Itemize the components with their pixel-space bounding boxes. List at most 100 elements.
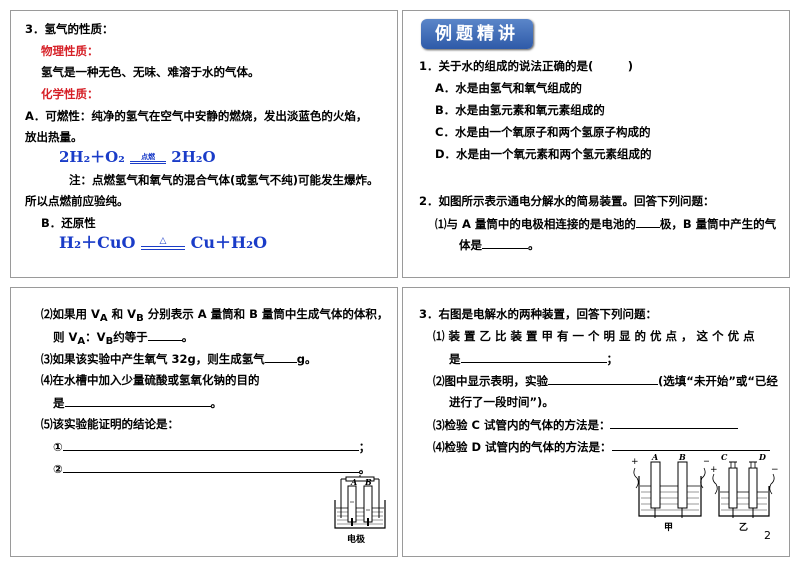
q2-2-text-b: 和 V	[111, 307, 137, 321]
answer-blank[interactable]	[62, 439, 359, 451]
question-2-part-1-cont: 体是 。	[459, 237, 540, 253]
example-badge: 例题精讲	[421, 19, 533, 49]
conclusion-2-end: 。	[358, 462, 371, 476]
question-3-part-1: ⑴ 装 置 乙 比 装 置 甲 有 一 个 明 显 的 优 点 ， 这 个 优 …	[433, 329, 755, 343]
conclusion-2-marker: ②	[53, 462, 63, 476]
slide-question-2-continued: ⑵如果用 VA 和 VB 分别表示 A 量筒和 B 量筒中生成气体的体积， 则 …	[10, 287, 398, 557]
q2-1-text-d: 。	[528, 238, 540, 252]
reducibility-title: B．还原性	[41, 216, 96, 230]
subscript-b: B	[136, 313, 144, 324]
q2-2-text-g: 。	[181, 330, 194, 344]
equation-products: 2H₂O	[171, 148, 216, 166]
figure-label-b: B	[678, 454, 686, 462]
q2-2-text-a: ⑵如果用 V	[41, 307, 100, 321]
electrolysis-apparatus-figure: A B 电极	[334, 475, 386, 545]
chemical-properties-title: 化学性质：	[41, 87, 99, 101]
q2-3-text-b: g。	[296, 352, 317, 366]
page-number: 2	[764, 529, 771, 542]
answer-blank[interactable]	[635, 216, 660, 228]
equation-condition-arrow: △	[141, 236, 186, 250]
q2-2-text-e: ：V	[85, 330, 106, 344]
q2-1-text-c: 体是	[459, 238, 482, 252]
q3-1-text-b: 是	[449, 352, 461, 366]
question-2-part-5: ⑸该实验能证明的结论是：	[41, 417, 179, 431]
q3-3-text: ⑶检验 C 试管内的气体的方法是：	[433, 418, 611, 432]
q3-1-text-c: ；	[606, 352, 619, 366]
figure-label-c: C	[721, 452, 728, 462]
question-2-part-4-cont: 是。	[53, 395, 222, 411]
slide-question-3: 3．右图是电解水的两种装置，回答下列问题： ⑴ 装 置 乙 比 装 置 甲 有 …	[402, 287, 790, 557]
equation-condition-arrow: 点燃	[130, 151, 167, 164]
option-d: D．水是由一个氧元素和两个氢元素组成的	[435, 147, 652, 161]
equation-products: Cu＋H₂O	[190, 233, 268, 252]
q2-2-text-f: 约等于	[113, 330, 148, 344]
figure-label-b: B	[364, 477, 372, 487]
answer-blank[interactable]	[611, 439, 770, 451]
answer-blank[interactable]	[62, 461, 359, 473]
figure-label-a: A	[350, 477, 357, 487]
combustibility-line2: 放出热量。	[25, 130, 83, 144]
question-2-part-2-cont: 则 VA：VB约等于 。	[53, 329, 193, 349]
q2-1-text-a: ⑴与 A 量筒中的电极相连接的是电池的	[435, 217, 636, 231]
option-b: B．水是由氢元素和氧元素组成的	[435, 103, 605, 117]
question-3-part-4: ⑷检验 D 试管内的气体的方法是：	[433, 439, 770, 455]
q2-4-text-c: 。	[210, 396, 223, 410]
answer-blank[interactable]	[610, 417, 739, 429]
question-3: 3．右图是电解水的两种装置，回答下列问题：	[419, 307, 657, 321]
q2-2-text-d: 则 V	[53, 330, 78, 344]
q2-3-text-a: ⑶如果该实验中产生氧气 32g，则生成氢气	[41, 352, 265, 366]
q3-4-text: ⑷检验 D 试管内的气体的方法是：	[433, 440, 612, 454]
option-c: C．水是由一个氧原子和两个氢原子构成的	[435, 125, 651, 139]
answer-blank[interactable]	[482, 237, 528, 249]
reduction-equation: H₂＋CuO △ Cu＋H₂O	[59, 233, 268, 252]
q2-4-text-b: 是	[53, 396, 65, 410]
equation-condition: 点燃	[141, 151, 156, 161]
safety-note-line2: 所以点燃前应验纯。	[25, 194, 129, 208]
section-heading: 3．氢气的性质：	[25, 22, 114, 36]
question-3-part-2: ⑵图中显示表明，实验 (选填“未开始”或“已经	[433, 373, 778, 389]
question-2: 2．如图所示表示通电分解水的简易装置。回答下列问题：	[419, 194, 715, 208]
question-3-part-1-cont: 是；	[449, 351, 618, 367]
figure-caption-electrode: 电极	[347, 533, 366, 545]
figure-caption-jia: 甲	[664, 522, 673, 533]
q3-2-text-a: ⑵图中显示表明，实验	[433, 374, 548, 388]
conclusion-1-marker: ①	[53, 440, 63, 454]
question-3-part-2-cont: 进行了一段时间”)。	[449, 395, 554, 409]
q3-2-text-b: (选填“未开始”或“已经	[658, 374, 778, 388]
answer-blank[interactable]	[548, 373, 658, 385]
subscript-b: B	[105, 336, 114, 347]
question-2-part-3: ⑶如果该实验中产生氧气 32g，则生成氢气 g。	[41, 351, 316, 367]
svg-text:−: −	[703, 457, 709, 467]
figure-label-d: D	[758, 452, 766, 462]
answer-blank[interactable]	[64, 395, 211, 407]
question-2-part-4: ⑷在水槽中加入少量硫酸或氢氧化钠的目的	[41, 373, 260, 387]
question-2-part-2: ⑵如果用 VA 和 VB 分别表示 A 量筒和 B 量筒中生成气体的体积，	[41, 307, 388, 326]
equation-reactants: H₂＋CuO	[59, 233, 136, 252]
equation-condition: △	[159, 236, 167, 246]
answer-blank[interactable]	[460, 351, 607, 363]
answer-blank[interactable]	[147, 329, 182, 341]
combustion-equation: 2H₂＋O₂ 点燃 2H₂O	[59, 150, 216, 165]
svg-text:+: +	[710, 465, 718, 475]
conclusion-1-end: ；	[358, 440, 371, 454]
svg-text:+: +	[631, 457, 639, 467]
physical-properties-title: 物理性质：	[41, 44, 99, 58]
option-a: A．水是由氢气和氧气组成的	[435, 81, 582, 95]
conclusion-2: ②。	[53, 461, 370, 477]
q2-1-text-b: 极，B 量筒中产生的气	[659, 217, 777, 231]
answer-blank[interactable]	[264, 351, 297, 363]
svg-text:−: −	[771, 465, 779, 475]
question-1: 1．关于水的组成的说法正确的是( )	[419, 59, 634, 73]
figure-label-a: A	[651, 454, 658, 462]
apparatus-yi-figure: + − C D 乙	[710, 452, 779, 533]
apparatus-jia-figure: + − A B 甲	[631, 454, 709, 533]
combustibility-line1: A．可燃性：纯净的氢气在空气中安静的燃烧，发出淡蓝色的火焰，	[25, 109, 368, 123]
safety-note-line1: 注：点燃氢气和氧气的混合气体(或氢气不纯)可能发生爆炸。	[69, 173, 379, 187]
figure-caption-yi: 乙	[739, 522, 748, 533]
conclusion-1: ①；	[53, 439, 370, 455]
q2-2-text-c: 分别表示 A 量筒和 B 量筒中生成气体的体积，	[147, 307, 389, 321]
subscript-a: A	[77, 336, 86, 347]
physical-properties-text: 氢气是一种无色、无味、难溶于水的气体。	[41, 65, 260, 79]
slide-example-questions: 例题精讲 1．关于水的组成的说法正确的是( ) A．水是由氢气和氧气组成的 B．…	[402, 10, 790, 278]
slide-hydrogen-properties: 3．氢气的性质： 物理性质： 氢气是一种无色、无味、难溶于水的气体。 化学性质：…	[10, 10, 398, 278]
